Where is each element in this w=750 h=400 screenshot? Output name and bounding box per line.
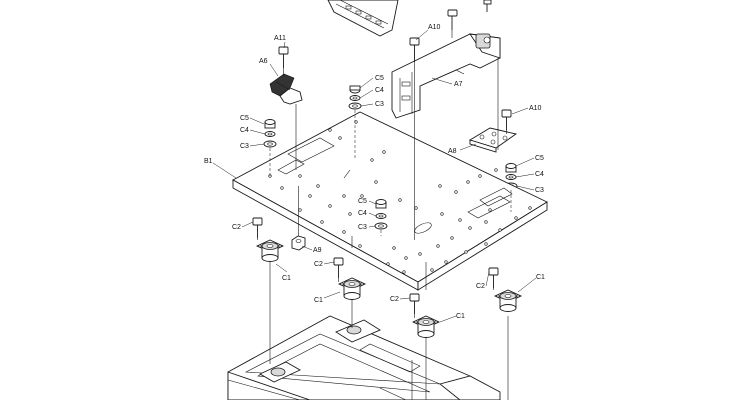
hole	[402, 270, 406, 274]
hole	[328, 128, 332, 132]
label-c5-top: C5	[375, 75, 384, 82]
label-c1-left: C1	[282, 275, 291, 282]
label-b1: B1	[204, 158, 213, 165]
bottom-frame	[227, 315, 501, 400]
label-c3-top: C3	[375, 101, 384, 108]
hole	[370, 158, 374, 162]
hole	[454, 190, 458, 194]
label-a7: A7	[454, 81, 463, 88]
hole	[418, 252, 422, 256]
hole	[468, 226, 472, 230]
hole	[528, 206, 532, 210]
mount-icon	[411, 315, 441, 338]
hole	[478, 174, 482, 178]
label-c3-left: C3	[240, 143, 249, 150]
label-c3-mid: C3	[358, 224, 367, 231]
hole	[320, 220, 324, 224]
hole	[494, 168, 498, 172]
leader-lines	[212, 29, 537, 323]
hole	[414, 206, 418, 210]
hole	[436, 244, 440, 248]
label-c2-left: C2	[232, 224, 241, 231]
hole	[298, 208, 302, 212]
hole	[498, 228, 502, 232]
plate-holes	[268, 120, 532, 274]
label-a10-top: A10	[428, 24, 441, 31]
hole	[466, 180, 470, 184]
hole	[488, 208, 492, 212]
bolt-icon	[501, 109, 512, 130]
label-c1-low: C1	[456, 313, 465, 320]
plate-a8	[468, 127, 518, 153]
hole	[440, 212, 444, 216]
mount-icon	[493, 289, 523, 312]
label-c1-mid: C1	[314, 297, 323, 304]
washer-stack-mid	[374, 199, 388, 230]
mount-icon	[337, 277, 367, 300]
hole	[464, 250, 468, 254]
hole	[308, 194, 312, 198]
bolt-icon	[252, 217, 499, 314]
hole	[404, 256, 408, 260]
hole	[430, 268, 434, 272]
hole	[360, 194, 364, 198]
hole	[338, 136, 342, 140]
label-c2-right: C2	[476, 283, 485, 290]
mount-icon	[255, 239, 285, 262]
label-c3-right: C3	[535, 187, 544, 194]
hole	[438, 184, 442, 188]
hole	[348, 212, 352, 216]
base-plate-b1	[232, 111, 548, 291]
label-c4-left: C4	[240, 127, 249, 134]
hole	[444, 260, 448, 264]
washer-stack-top	[348, 85, 362, 110]
label-c2-low: C2	[390, 296, 399, 303]
label-a6: A6	[259, 58, 268, 65]
label-c5-right: C5	[535, 155, 544, 162]
hole	[316, 184, 320, 188]
label-a8: A8	[448, 148, 457, 155]
hole	[392, 246, 396, 250]
label-c5-mid: C5	[358, 198, 367, 205]
bolt-icon	[409, 37, 420, 62]
mount-icon	[255, 239, 523, 338]
hole	[374, 180, 378, 184]
hole	[398, 198, 402, 202]
label-c4-right: C4	[535, 171, 544, 178]
label-a9: A9	[313, 247, 322, 254]
label-c4-mid: C4	[358, 210, 367, 217]
hole	[450, 236, 454, 240]
part-labels: A11 A6 A10 A7 A10 A8 B1 A9 C5 C4 C3 C5 C…	[204, 24, 545, 320]
alignment-lines	[257, 30, 512, 400]
hole	[328, 204, 332, 208]
hole	[458, 218, 462, 222]
label-c1-right: C1	[536, 274, 545, 281]
hole	[386, 262, 390, 266]
bracket-a7	[391, 33, 501, 119]
washer-stack-left	[263, 119, 277, 148]
hole	[484, 220, 488, 224]
label-c4-top: C4	[375, 87, 384, 94]
nut-a9	[291, 235, 306, 251]
top-rail-bracket	[327, 0, 399, 37]
hole	[298, 174, 302, 178]
bolt-icon	[278, 46, 289, 68]
hole	[484, 242, 488, 246]
hole	[358, 244, 362, 248]
hole	[342, 230, 346, 234]
hole	[280, 186, 284, 190]
bolt-icon	[447, 0, 492, 30]
hole	[514, 216, 518, 220]
hole	[382, 150, 386, 154]
hole	[342, 194, 346, 198]
lever-a6	[269, 73, 303, 105]
label-c2-mid: C2	[314, 261, 323, 268]
label-a10-right: A10	[529, 105, 542, 112]
label-c5-left: C5	[240, 115, 249, 122]
label-a11: A11	[274, 35, 286, 42]
